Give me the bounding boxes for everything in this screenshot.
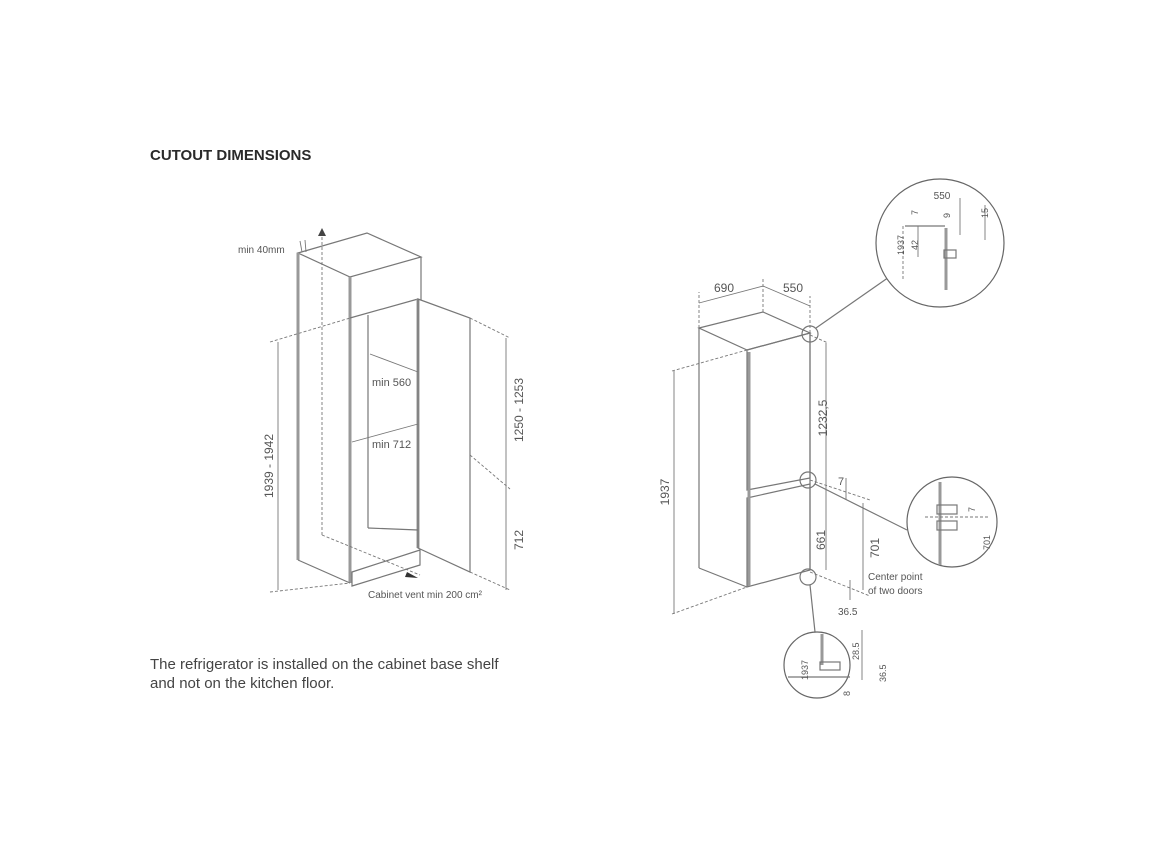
detail-bottom-8: 8	[842, 691, 852, 696]
section-title: CUTOUT DIMENSIONS	[150, 147, 312, 164]
appliance-height-label: 1937	[658, 478, 672, 505]
vent-label: Cabinet vent min 200 cm²	[368, 590, 483, 601]
appliance-top	[697, 311, 812, 351]
appliance-drawing: 690 550 1937 1232,5 7 661 701 Center poi…	[658, 274, 923, 633]
lower-door-label: 661	[814, 530, 828, 550]
detail-top-9: 9	[942, 213, 952, 218]
bottom-offset-label: 36.5	[838, 607, 858, 618]
center-point-label-2: of two doors	[868, 586, 922, 597]
cabinet-upper-label: 1250 - 1253	[512, 378, 526, 442]
width-label: 550	[783, 281, 803, 295]
center-point-label-1: Center point	[868, 572, 923, 583]
depth-label: 690	[714, 281, 734, 295]
center-height-label: 701	[868, 538, 882, 558]
detail-bottom-36-5: 36.5	[878, 664, 888, 682]
detail-top-15: 15	[980, 208, 990, 218]
detail-mid-701: 701	[982, 535, 992, 550]
detail-top-1937: 1937	[896, 235, 906, 255]
detail-bottom: 1937 28.5 36.5 8	[783, 630, 888, 699]
detail-middle: 7 701	[906, 476, 998, 568]
detail-bottom-28-5: 28.5	[851, 642, 861, 660]
cabinet-top	[296, 232, 423, 278]
door-gap-label: 7	[838, 476, 844, 488]
detail-top-550: 550	[934, 191, 951, 202]
detail-bottom-1937: 1937	[800, 660, 810, 680]
detail-mid-7: 7	[967, 507, 977, 512]
min-40-label: min 40mm	[238, 245, 285, 256]
vent-arrow-icon	[405, 572, 418, 578]
cabinet-vent	[351, 549, 421, 587]
lower-door	[746, 483, 811, 588]
detail-top-42: 42	[910, 240, 920, 250]
note-line-1: The refrigerator is installed on the cab…	[150, 656, 499, 673]
upper-door-label: 1232,5	[816, 399, 830, 436]
detail-top: 550 7 9 15 42 1937	[875, 178, 1005, 308]
note-line-2: and not on the kitchen floor.	[150, 675, 335, 692]
cabinet-door	[417, 298, 471, 573]
min-712-label: min 712	[372, 439, 411, 451]
upper-door	[746, 332, 811, 491]
cabinet-height-label: 1939 - 1942	[262, 434, 276, 498]
min-560-label: min 560	[372, 377, 411, 389]
detail-top-7: 7	[910, 210, 920, 215]
cabinet-drawing: min 40mm min 560 min 712 1939 - 1942 125…	[238, 228, 526, 601]
installation-note: The refrigerator is installed on the cab…	[150, 655, 499, 693]
cabinet-lower-label: 712	[512, 530, 526, 550]
